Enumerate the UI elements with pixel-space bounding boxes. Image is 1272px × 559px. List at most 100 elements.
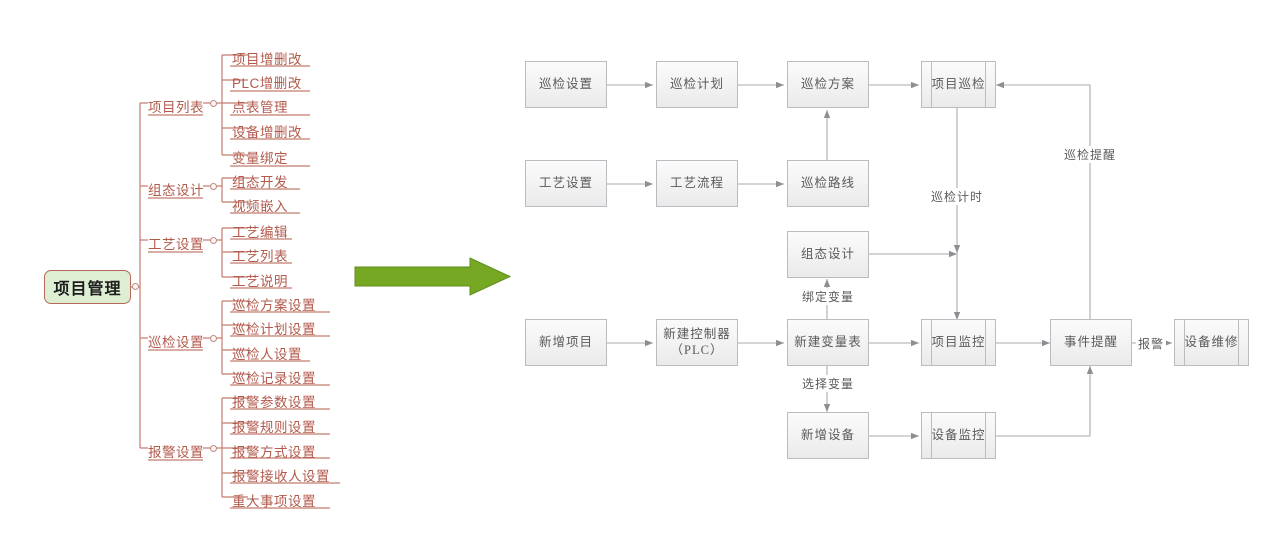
flow-node-新建控制器[interactable]: 新建控制器 （PLC） bbox=[656, 319, 738, 366]
node-label: 事件提醒 bbox=[1063, 334, 1118, 349]
flow-node-巡检路线[interactable]: 巡检路线 bbox=[787, 160, 869, 207]
flow-node-新增设备[interactable]: 新增设备 bbox=[787, 412, 869, 459]
branch-label: 报警设置 bbox=[148, 445, 204, 460]
leaf-label: 项目增删改 bbox=[232, 52, 302, 67]
leaf-label: 设备增删改 bbox=[232, 125, 302, 140]
branch-label: 巡检设置 bbox=[148, 335, 204, 350]
node-label: 设备监控 bbox=[931, 427, 986, 442]
mindmap-leaf-巡检人设置[interactable]: 巡检人设置 bbox=[232, 343, 302, 363]
mindmap-branch-dot-3[interactable] bbox=[210, 335, 217, 342]
flow-node-事件提醒[interactable]: 事件提醒 bbox=[1050, 319, 1132, 366]
mindmap-root-collapse-dot[interactable] bbox=[132, 283, 139, 290]
mindmap-leaf-工艺编辑[interactable]: 工艺编辑 bbox=[232, 221, 288, 241]
flow-node-设备维修[interactable]: 设备维修 bbox=[1174, 319, 1249, 366]
mindmap-branch-项目列表[interactable]: 项目列表 bbox=[148, 96, 204, 116]
leaf-label: 报警方式设置 bbox=[232, 445, 316, 460]
mindmap-branch-报警设置[interactable]: 报警设置 bbox=[148, 441, 204, 461]
node-label: 巡检计划 bbox=[669, 76, 724, 91]
label-text: 选择变量 bbox=[802, 377, 855, 391]
leaf-label: 巡检人设置 bbox=[232, 347, 302, 362]
node-label: 新建控制器 （PLC） bbox=[663, 326, 731, 357]
node-label: 项目监控 bbox=[931, 334, 986, 349]
mindmap-leaf-工艺列表[interactable]: 工艺列表 bbox=[232, 245, 288, 265]
leaf-label: 视频嵌入 bbox=[232, 199, 288, 214]
edge-label-选择变量: 选择变量 bbox=[800, 375, 857, 392]
node-label: 组态设计 bbox=[800, 246, 855, 261]
branch-label: 工艺设置 bbox=[148, 237, 204, 252]
mindmap-leaf-报警规则设置[interactable]: 报警规则设置 bbox=[232, 416, 316, 436]
node-label: 工艺流程 bbox=[669, 175, 724, 190]
leaf-label: 巡检方案设置 bbox=[232, 298, 316, 313]
edge-label-巡检提醒: 巡检提醒 bbox=[1062, 146, 1119, 163]
node-label: 新增项目 bbox=[538, 334, 593, 349]
mindmap-leaf-巡检记录设置[interactable]: 巡检记录设置 bbox=[232, 367, 316, 387]
flow-node-新建变量表[interactable]: 新建变量表 bbox=[787, 319, 869, 366]
node-label: 工艺设置 bbox=[538, 175, 593, 190]
leaf-label: 巡检记录设置 bbox=[232, 371, 316, 386]
mindmap-leaf-巡检方案设置[interactable]: 巡检方案设置 bbox=[232, 294, 316, 314]
flow-node-设备监控[interactable]: 设备监控 bbox=[921, 412, 996, 459]
flow-node-工艺设置[interactable]: 工艺设置 bbox=[525, 160, 607, 207]
flow-node-项目巡检[interactable]: 项目巡检 bbox=[921, 61, 996, 108]
mindmap-branch-dot-0[interactable] bbox=[210, 100, 217, 107]
mindmap-branch-dot-2[interactable] bbox=[210, 237, 217, 244]
branch-label: 组态设计 bbox=[148, 183, 204, 198]
mindmap-branch-dot-4[interactable] bbox=[210, 445, 217, 452]
mindmap-leaf-报警接收人设置[interactable]: 报警接收人设置 bbox=[232, 465, 330, 485]
mindmap-root-node[interactable]: 项目管理 bbox=[44, 270, 131, 304]
mindmap-leaf-报警方式设置[interactable]: 报警方式设置 bbox=[232, 441, 316, 461]
mindmap-leaf-点表管理[interactable]: 点表管理 bbox=[232, 96, 288, 116]
mindmap-leaf-巡检计划设置[interactable]: 巡检计划设置 bbox=[232, 318, 316, 338]
leaf-label: 报警规则设置 bbox=[232, 420, 316, 435]
edge-label-巡检计时: 巡检计时 bbox=[929, 188, 986, 205]
flow-node-工艺流程[interactable]: 工艺流程 bbox=[656, 160, 738, 207]
leaf-label: 工艺说明 bbox=[232, 274, 288, 289]
leaf-label: 重大事项设置 bbox=[232, 494, 316, 509]
leaf-label: 点表管理 bbox=[232, 100, 288, 115]
leaf-label: 组态开发 bbox=[232, 175, 288, 190]
mindmap-leaf-变量绑定[interactable]: 变量绑定 bbox=[232, 147, 288, 167]
mindmap-leaf-重大事项设置[interactable]: 重大事项设置 bbox=[232, 490, 316, 510]
label-text: 巡检提醒 bbox=[1064, 148, 1117, 162]
mindmap-root-label: 项目管理 bbox=[53, 281, 122, 298]
label-text: 绑定变量 bbox=[802, 290, 855, 304]
mindmap-branch-工艺设置[interactable]: 工艺设置 bbox=[148, 233, 204, 253]
edge-label-绑定变量: 绑定变量 bbox=[800, 288, 857, 305]
node-label: 巡检设置 bbox=[538, 76, 593, 91]
flow-node-巡检设置[interactable]: 巡检设置 bbox=[525, 61, 607, 108]
mindmap-leaf-项目增删改[interactable]: 项目增删改 bbox=[232, 48, 302, 68]
flow-node-巡检方案[interactable]: 巡检方案 bbox=[787, 61, 869, 108]
leaf-label: 巡检计划设置 bbox=[232, 322, 316, 337]
node-label: 新增设备 bbox=[800, 427, 855, 442]
flow-node-巡检计划[interactable]: 巡检计划 bbox=[656, 61, 738, 108]
node-label: 巡检路线 bbox=[800, 175, 855, 190]
node-label: 新建变量表 bbox=[794, 334, 862, 349]
leaf-label: 变量绑定 bbox=[232, 151, 288, 166]
flow-node-项目监控[interactable]: 项目监控 bbox=[921, 319, 996, 366]
mindmap-leaf-PLC增删改[interactable]: PLC增删改 bbox=[232, 72, 302, 92]
flow-node-新增项目[interactable]: 新增项目 bbox=[525, 319, 607, 366]
mindmap-leaf-设备增删改[interactable]: 设备增删改 bbox=[232, 121, 302, 141]
mindmap-leaf-组态开发[interactable]: 组态开发 bbox=[232, 171, 288, 191]
green-right-arrow bbox=[354, 257, 512, 296]
flow-node-组态设计[interactable]: 组态设计 bbox=[787, 231, 869, 278]
mindmap-branch-组态设计[interactable]: 组态设计 bbox=[148, 179, 204, 199]
mindmap-branch-dot-1[interactable] bbox=[210, 183, 217, 190]
leaf-label: 报警接收人设置 bbox=[232, 469, 330, 484]
leaf-label: 报警参数设置 bbox=[232, 395, 316, 410]
node-label: 设备维修 bbox=[1184, 334, 1239, 349]
node-label: 巡检方案 bbox=[800, 76, 855, 91]
edge-label-报警: 报警 bbox=[1136, 335, 1167, 352]
mindmap-leaf-视频嵌入[interactable]: 视频嵌入 bbox=[232, 195, 288, 215]
leaf-label: 工艺列表 bbox=[232, 249, 288, 264]
label-text: 巡检计时 bbox=[931, 190, 984, 204]
mindmap-leaf-报警参数设置[interactable]: 报警参数设置 bbox=[232, 391, 316, 411]
mindmap-leaf-工艺说明[interactable]: 工艺说明 bbox=[232, 270, 288, 290]
mindmap-branch-巡检设置[interactable]: 巡检设置 bbox=[148, 331, 204, 351]
label-text: 报警 bbox=[1138, 337, 1165, 351]
leaf-label: PLC增删改 bbox=[232, 76, 302, 91]
